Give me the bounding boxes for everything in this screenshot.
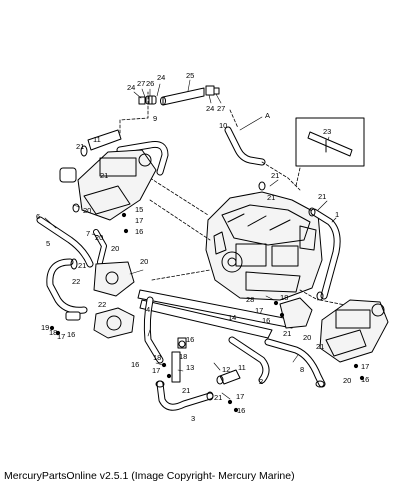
callout-9: 9 bbox=[153, 114, 157, 123]
callout-16: 16 bbox=[135, 227, 143, 236]
callout-17: 17 bbox=[135, 216, 143, 225]
routing-dashed-lines bbox=[119, 91, 346, 306]
hose-25 bbox=[160, 87, 205, 106]
callout-17: 17 bbox=[57, 332, 65, 341]
callout-16: 16 bbox=[237, 406, 245, 415]
callout-18: 18 bbox=[280, 293, 288, 302]
callout-21: 21 bbox=[214, 393, 222, 402]
callout-20: 20 bbox=[303, 333, 311, 342]
callout-15: 15 bbox=[135, 205, 143, 214]
exhaust-manifold-port bbox=[59, 129, 157, 221]
callout-13: 13 bbox=[186, 363, 194, 372]
callout-A: A bbox=[265, 111, 270, 120]
tee-fitting-13 bbox=[171, 337, 187, 383]
callout-18: 18 bbox=[179, 352, 187, 361]
callout-16: 16 bbox=[262, 316, 270, 325]
hose-1 bbox=[310, 208, 341, 300]
callout-26: 26 bbox=[146, 79, 154, 88]
callout-20: 20 bbox=[83, 206, 91, 215]
callout-20: 20 bbox=[140, 257, 148, 266]
callout-1: 1 bbox=[335, 210, 339, 219]
callout-21: 21 bbox=[76, 142, 84, 151]
callout-17: 17 bbox=[152, 366, 160, 375]
callout-16: 16 bbox=[67, 330, 75, 339]
callout-18: 18 bbox=[153, 353, 161, 362]
callout-labels: 24 27 26 24 25 24 27 9 10 A 23 11 21 21 … bbox=[36, 71, 369, 423]
callout-7: 7 bbox=[86, 229, 90, 238]
callout-11: 11 bbox=[238, 363, 246, 372]
callout-17: 17 bbox=[361, 362, 369, 371]
callout-6: 6 bbox=[36, 212, 40, 221]
callout-22: 22 bbox=[98, 300, 106, 309]
callout-24: 24 bbox=[157, 73, 165, 82]
callout-20: 20 bbox=[95, 233, 103, 242]
callout-20: 20 bbox=[343, 376, 351, 385]
callout-21: 21 bbox=[271, 171, 279, 180]
callout-4: 4 bbox=[146, 305, 150, 314]
pump-assembly-22 bbox=[65, 307, 135, 339]
callout-24: 24 bbox=[206, 104, 214, 113]
hose-2 bbox=[228, 336, 270, 384]
callout-23: 23 bbox=[323, 127, 331, 136]
callout-24: 24 bbox=[127, 83, 135, 92]
hose-10 bbox=[224, 126, 266, 166]
engine-block bbox=[205, 191, 323, 301]
thermostat-housing-port bbox=[93, 261, 135, 297]
callout-16: 16 bbox=[361, 375, 369, 384]
callout-10: 10 bbox=[219, 121, 227, 130]
callout-21: 21 bbox=[182, 386, 190, 395]
hose-8 bbox=[264, 338, 326, 388]
callout-12: 12 bbox=[222, 365, 230, 374]
callout-21: 21 bbox=[283, 329, 291, 338]
exhaust-manifold-starboard bbox=[319, 299, 389, 363]
callout-19: 19 bbox=[41, 323, 49, 332]
callout-8: 8 bbox=[300, 365, 304, 374]
callout-17: 17 bbox=[255, 306, 263, 315]
hose-9 bbox=[116, 141, 169, 176]
hose-7 bbox=[93, 229, 107, 265]
hose-clamps bbox=[70, 145, 325, 401]
callout-3: 3 bbox=[191, 414, 195, 423]
callout-21: 21 bbox=[267, 193, 275, 202]
fitting-27-right bbox=[205, 85, 220, 96]
callout-28: 28 bbox=[246, 295, 254, 304]
copyright-caption: MercuryPartsOnline v2.5.1 (Image Copyrig… bbox=[4, 470, 295, 482]
callout-14: 14 bbox=[228, 313, 236, 322]
callout-17: 17 bbox=[236, 392, 244, 401]
pipe-23-inset bbox=[295, 117, 365, 167]
callout-11: 11 bbox=[93, 135, 101, 144]
pipe-14 bbox=[137, 289, 295, 339]
callout-21: 21 bbox=[100, 171, 108, 180]
callout-16: 16 bbox=[131, 360, 139, 369]
callout-5: 5 bbox=[46, 239, 50, 248]
callout-27: 27 bbox=[137, 79, 145, 88]
leader-lines bbox=[44, 79, 337, 400]
callout-25: 25 bbox=[186, 71, 194, 80]
hose-3 bbox=[156, 380, 214, 411]
callout-18: 18 bbox=[49, 328, 57, 337]
bolts bbox=[49, 212, 365, 413]
callout-21: 21 bbox=[78, 261, 86, 270]
hose-6 bbox=[36, 216, 94, 268]
callout-22: 22 bbox=[72, 277, 80, 286]
callout-16: 16 bbox=[186, 335, 194, 344]
thermostat-housing-starboard bbox=[279, 297, 313, 329]
fitting-27-left bbox=[138, 96, 146, 105]
callout-21: 21 bbox=[318, 192, 326, 201]
callout-2: 2 bbox=[259, 377, 263, 386]
callout-27: 27 bbox=[217, 104, 225, 113]
callout-20: 20 bbox=[111, 244, 119, 253]
hose-4 bbox=[143, 296, 164, 364]
hose-5 bbox=[46, 258, 88, 314]
callout-21: 21 bbox=[316, 342, 324, 351]
fitting-26 bbox=[145, 95, 157, 105]
